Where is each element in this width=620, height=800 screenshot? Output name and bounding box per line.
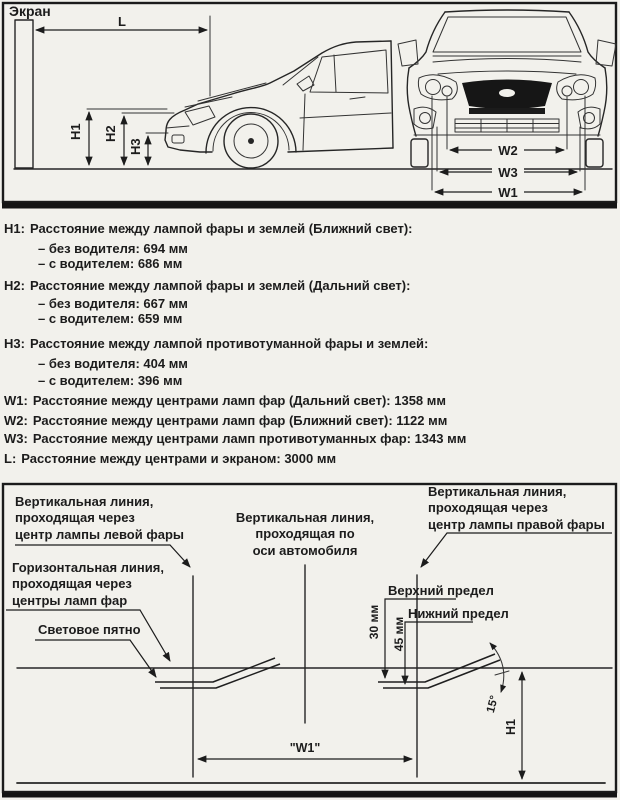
label-horizontal-line: Горизонтальная линия, проходящая через ц… (12, 560, 164, 608)
dim-label-h1-bottom: H1 (504, 719, 518, 735)
spec-text: Расстояние между лампой фары и землей (Д… (29, 278, 411, 293)
right-fog-light (577, 106, 601, 130)
left-light-spot (155, 657, 281, 689)
spec-line-h1-a: – без водителя: 694 мм (38, 241, 188, 256)
spec-line-h2: H2: Расстояние между лампой фары и землей… (4, 278, 410, 293)
spec-text: Расстояние между центрами ламп фар (Ближ… (32, 413, 448, 428)
label-right-vertical-line: Вертикальная линия, проходящая через цен… (428, 484, 605, 532)
dim-label-H3: H3 (128, 138, 143, 155)
spec-line-h3-a: – без водителя: 404 мм (38, 356, 188, 371)
spec-text: – с водителем: 659 мм (38, 311, 183, 326)
spec-label: W1: (4, 393, 28, 408)
top-frame (1, 1, 618, 204)
dim-label-W2: W2 (498, 143, 518, 158)
label-left-vertical-line: Вертикальная линия, проходящая через цен… (15, 494, 184, 542)
windshield (432, 16, 582, 53)
spec-line-h2-a: – без водителя: 667 мм (38, 296, 188, 311)
spec-text: – без водителя: 667 мм (38, 296, 188, 311)
right-headlight (556, 74, 597, 101)
dim-label-30mm: 30 мм (367, 605, 381, 640)
bottom-frame (1, 482, 618, 794)
dimension-W1-bottom: "W1" (196, 741, 414, 763)
spec-line-h2-b: – с водителем: 659 мм (38, 311, 182, 326)
label-upper-limit: Верхний предел (388, 583, 494, 598)
spec-label: H1: (4, 221, 25, 236)
spec-label: H2: (4, 278, 25, 293)
dimension-H1: H1 (68, 108, 168, 167)
dim-label-45mm: 45 мм (392, 617, 406, 652)
spec-line-h3: H3: Расстояние между лампой противотуманн… (4, 336, 428, 351)
dimension-L: L (34, 14, 211, 97)
bottom-diagram: 30 мм 45 мм "W1" 15° H1 Вертикальная лин… (0, 482, 620, 800)
spec-label: H3: (4, 336, 25, 351)
spec-text: Расстояние между центрами ламп противоту… (32, 431, 467, 446)
car-front-view (397, 9, 617, 168)
spec-text: – с водителем: 396 мм (38, 373, 183, 388)
side-mirror (296, 75, 315, 92)
right-front-wheel (585, 138, 604, 168)
screen-label: Экран (9, 3, 51, 19)
car-side-view (164, 40, 394, 169)
spec-line-w2: W2: Расстояние между центрами ламп фар (Б… (4, 413, 447, 428)
spec-line-h3-b: – с водителем: 396 мм (38, 373, 182, 388)
dim-label-W1: W1 (498, 185, 518, 200)
spec-label: L: (4, 451, 17, 466)
bottom-diagram-drawing: 30 мм 45 мм "W1" 15° H1 (1, 482, 618, 798)
spec-line-w3: W3: Расстояние между центрами ламп против… (4, 431, 466, 446)
dim-label-L: L (118, 14, 126, 29)
dim-label-H1: H1 (68, 123, 83, 140)
side-headlight (184, 105, 216, 126)
spec-text: – без водителя: 404 мм (38, 356, 188, 371)
dimension-W-group: W2 W3 W1 (431, 95, 586, 200)
spec-line-w1: W1: Расстояние между центрами ламп фар (Д… (4, 393, 446, 408)
spec-text: Расстояние между лампой фары и землей (Б… (29, 221, 413, 236)
brand-logo (499, 89, 515, 97)
right-light-spot (378, 653, 501, 689)
top-diagram: L H1 H2 H3 (0, 0, 620, 212)
dim-label-15deg: 15° (485, 694, 501, 714)
spec-line-h1: H1: Расстояние между лампой фары и землей… (4, 221, 413, 236)
left-fog-light (413, 106, 437, 130)
left-mirror (397, 39, 419, 67)
spec-label: W2: (4, 413, 28, 428)
left-headlight (417, 74, 458, 101)
leader-lines (6, 532, 612, 686)
left-front-wheel (410, 138, 429, 168)
top-diagram-drawing: L H1 H2 H3 (1, 1, 618, 209)
front-wheel (223, 113, 279, 169)
dimension-H3: H3 (128, 132, 169, 167)
angle-15deg: 15° (485, 642, 510, 714)
side-fog-light (171, 134, 185, 144)
spec-label: W3: (4, 431, 28, 446)
screen-board (14, 19, 34, 169)
dimension-H1-bottom: H1 (504, 670, 526, 781)
label-light-spot: Световое пятно (38, 622, 141, 637)
spec-text: Расстояние между лампой противотуманной … (29, 336, 429, 351)
spec-text: Расстояние между центрами и экраном: 300… (21, 451, 337, 466)
spec-line-l: L: Расстояние между центрами и экраном: 3… (4, 451, 336, 466)
spec-text: – без водителя: 694 мм (38, 241, 188, 256)
dim-label-W3: W3 (498, 165, 518, 180)
right-mirror (595, 39, 617, 67)
dimension-H2: H2 (103, 112, 175, 167)
dim-label-H2: H2 (103, 125, 118, 142)
spec-line-h1-b: – с водителем: 686 мм (38, 256, 182, 271)
spec-text: Расстояние между центрами ламп фар (Даль… (32, 393, 446, 408)
spec-text: – с водителем: 686 мм (38, 256, 183, 271)
label-center-vertical-line: Вертикальная линия, проходящая по оси ав… (235, 510, 375, 558)
dim-label-w1-quoted: "W1" (290, 741, 321, 755)
label-lower-limit: Нижний предел (408, 606, 509, 621)
